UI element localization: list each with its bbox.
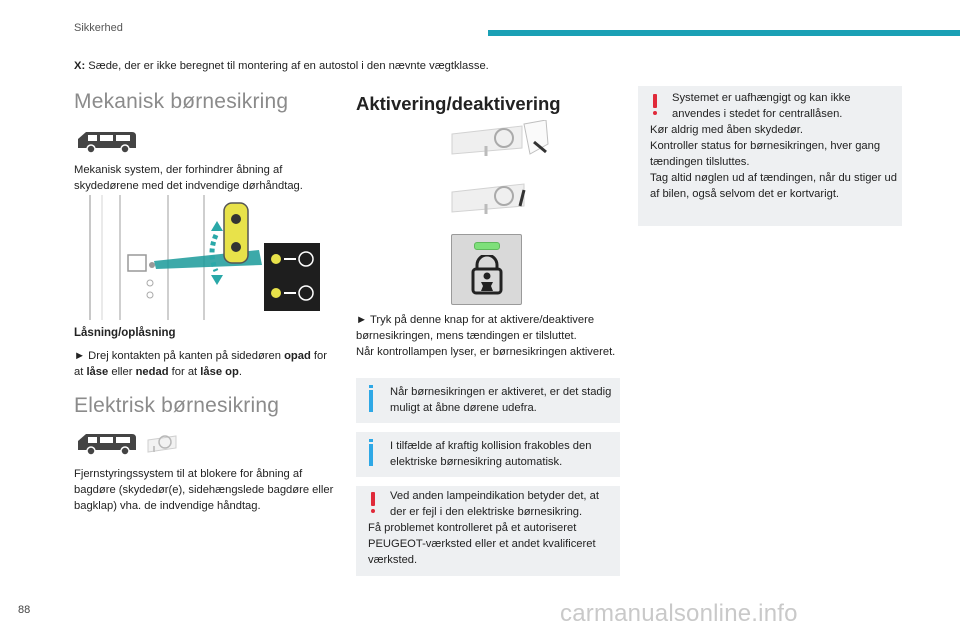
running-header: Sikkerhed <box>74 22 123 34</box>
dashboard-door-closed-icon <box>451 183 526 214</box>
lock-bold-unlock: låse op <box>200 366 239 378</box>
info-box-1: Når børnesikringen er aktiveret, er det … <box>356 378 620 423</box>
child-lock-button[interactable] <box>451 234 522 305</box>
bullet-arrow: ► <box>356 314 368 326</box>
electric-description: Fjernstyringssystem til at blokere for å… <box>74 468 334 512</box>
info-icon <box>369 385 373 412</box>
dashboard-door-open-icon <box>451 120 549 156</box>
warning-text-1a: Ved anden lampeindikation betyder det, a… <box>390 490 599 518</box>
warning-box-1: Ved anden lampeindikation betyder det, a… <box>356 486 620 576</box>
warning-box-2: Systemet er uafhængigt og kan ikke anven… <box>638 86 902 226</box>
electric-title: Elektrisk børnesikring <box>74 394 280 417</box>
press-text: Tryk på denne knap for at aktivere/deakt… <box>356 314 595 342</box>
lamp-explanation: Når kontrollampen lyser, er børnesikring… <box>356 346 616 358</box>
warning-text-2a: Systemet er uafhængigt og kan ikke anven… <box>672 92 851 120</box>
info-box-2: I tilfælde af kraftig kollision frakoble… <box>356 432 620 477</box>
info-icon <box>369 439 373 466</box>
steering-wheel-icon <box>147 435 177 453</box>
lock-text-5: . <box>238 366 242 378</box>
van-icon <box>78 132 136 154</box>
lock-unlock-instruction: ► Drej kontakten på kanten på sidedøren … <box>74 348 336 380</box>
info-text-2: I tilfælde af kraftig kollision frakoble… <box>390 440 592 468</box>
lock-bold-down: nedad <box>135 366 169 378</box>
mechanical-title: Mekanisk børnesikring <box>74 90 289 113</box>
watermark: carmanualsonline.info <box>560 600 798 627</box>
warning-text-2d: Tag altid nøglen ud af tændingen, når du… <box>650 172 897 200</box>
lock-unlock-heading: Låsning/oplåsning <box>74 327 176 339</box>
warning-text-2c: Kontroller status for børnesikringen, hv… <box>650 140 881 168</box>
warning-text-2b: Kør aldrig med åben skydedør. <box>650 124 803 136</box>
activation-title: Aktivering/deaktivering <box>356 93 561 114</box>
lock-text-4: for at <box>168 366 201 378</box>
child-lock-icon <box>471 255 503 295</box>
warning-icon <box>371 492 375 513</box>
lock-text-1: Drej kontakten på kanten på sidedøren <box>85 350 285 362</box>
bullet-arrow: ► <box>74 350 86 362</box>
info-text-1: Når børnesikringen er aktiveret, er det … <box>390 386 612 414</box>
van-icon-electric <box>78 434 136 456</box>
x-text: Sæde, der er ikke beregnet til montering… <box>85 60 489 72</box>
warning-icon <box>653 94 657 115</box>
page-number: 88 <box>18 604 31 616</box>
x-key: X: <box>74 60 86 72</box>
lock-text-2: for at <box>74 350 327 378</box>
header-accent-bar <box>488 30 960 36</box>
x-footnote: X: Sæde, der er ikke beregnet til monter… <box>74 60 774 72</box>
lock-bold-up: opad <box>284 350 311 362</box>
lock-bold-lock: låse <box>86 366 109 378</box>
warning-text-1b: Få problemet kontrolleret på et autorise… <box>368 522 596 566</box>
lock-text-3: eller <box>108 366 136 378</box>
indicator-lamp <box>474 242 500 250</box>
press-instruction: ► Tryk på denne knap for at aktivere/dea… <box>356 312 620 344</box>
door-lock-illustration <box>89 195 320 320</box>
mechanical-description: Mekanisk system, der forhindrer åbning a… <box>74 164 303 192</box>
